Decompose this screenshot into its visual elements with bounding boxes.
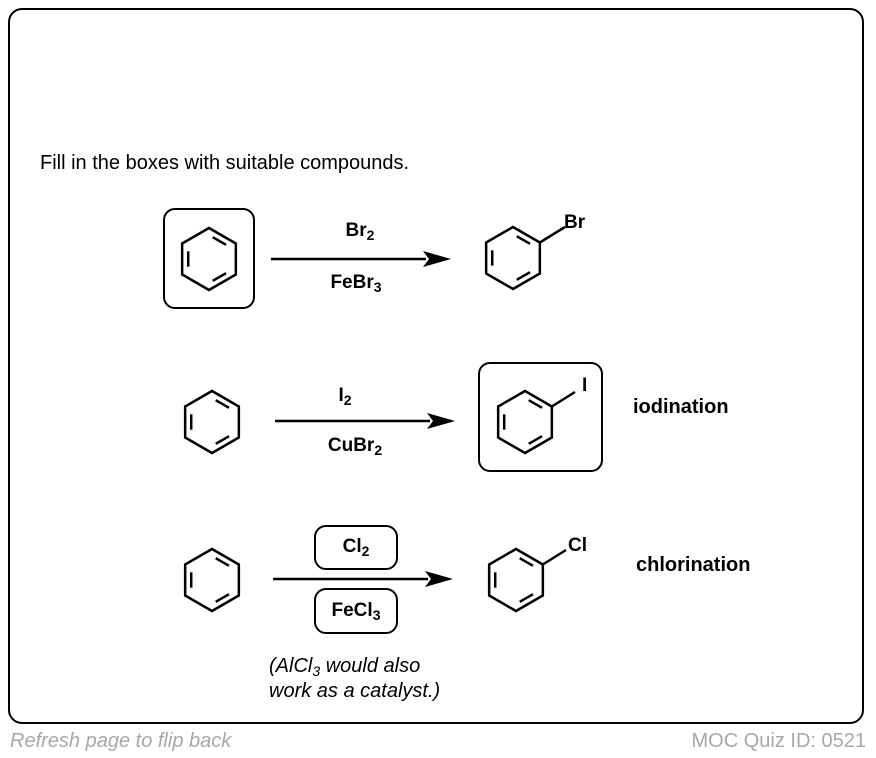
answer-box-product-2 — [478, 362, 603, 472]
reagent-top-3-main: Cl — [342, 536, 362, 557]
double-bond — [215, 399, 230, 409]
reaction-label-iodination: iodination — [633, 396, 729, 418]
reaction-arrow-1 — [271, 251, 451, 267]
reagent-bottom-1: FeBr3 — [316, 272, 396, 294]
double-bond — [212, 272, 227, 282]
double-bond — [519, 557, 534, 567]
double-bond — [528, 435, 543, 445]
catalyst-note: (AlCl3 would also work as a catalyst.) — [269, 654, 440, 704]
quiz-card[interactable] — [8, 8, 864, 724]
reagent-bottom-2-sub: 2 — [374, 442, 383, 458]
double-bond — [516, 271, 531, 281]
answer-box-reagent-bottom-3 — [314, 588, 398, 634]
iodobenzene-product — [496, 389, 576, 455]
reagent-bottom-2: CuBr2 — [315, 435, 395, 457]
reaction-arrow-3 — [273, 571, 453, 587]
reagent-top-2-main: I — [338, 385, 344, 406]
chlorobenzene-product — [487, 547, 567, 613]
bromobenzene-product — [484, 225, 566, 291]
double-bond — [528, 399, 543, 409]
product-substituent-3: Cl — [568, 535, 587, 556]
ring-bonds — [183, 547, 241, 613]
double-bond — [215, 593, 230, 603]
note-line2: work as a catalyst.) — [269, 680, 441, 702]
ring-bonds — [183, 389, 241, 455]
reagent-top-3-sub: 2 — [361, 543, 370, 559]
reagent-top-2: I2 — [305, 385, 385, 407]
reagent-bottom-1-sub: 3 — [373, 279, 382, 295]
reagent-top-1-main: Br — [345, 220, 367, 241]
reagent-bottom-3: FeCl3 — [316, 600, 396, 622]
quiz-id: MOC Quiz ID: 0521 — [691, 730, 866, 752]
benzene-reactant-1 — [180, 226, 238, 292]
note-line1-post: would also — [320, 655, 421, 677]
reaction-arrow-2 — [275, 413, 455, 429]
reagent-top-1: Br2 — [320, 220, 400, 242]
product-substituent-2: I — [582, 375, 588, 396]
reagent-bottom-3-main: FeCl — [331, 600, 373, 621]
benzene-reactant-3 — [183, 547, 241, 613]
reagent-top-2-sub: 2 — [343, 392, 352, 408]
refresh-hint: Refresh page to flip back — [10, 730, 232, 752]
double-bond — [519, 593, 534, 603]
note-line1-pre: (AlCl — [269, 655, 313, 677]
reagent-bottom-3-sub: 3 — [372, 607, 381, 623]
note-line1-sub: 3 — [312, 663, 321, 679]
answer-box-reactant-1 — [163, 208, 255, 309]
instruction-text: Fill in the boxes with suitable compound… — [40, 152, 410, 174]
reagent-top-1-sub: 2 — [366, 227, 375, 243]
double-bond — [215, 557, 230, 567]
benzene-reactant-2 — [183, 389, 241, 455]
reagent-top-3: Cl2 — [316, 536, 396, 558]
double-bond — [516, 235, 531, 245]
double-bond — [212, 236, 227, 246]
product-substituent-1: Br — [564, 212, 586, 233]
reagent-bottom-1-main: FeBr — [330, 272, 374, 293]
double-bond — [215, 435, 230, 445]
reagent-bottom-2-main: CuBr — [327, 435, 375, 456]
answer-box-reagent-top-3 — [314, 525, 398, 570]
reaction-label-chlorination: chlorination — [636, 554, 751, 576]
ring-bonds — [180, 226, 238, 292]
